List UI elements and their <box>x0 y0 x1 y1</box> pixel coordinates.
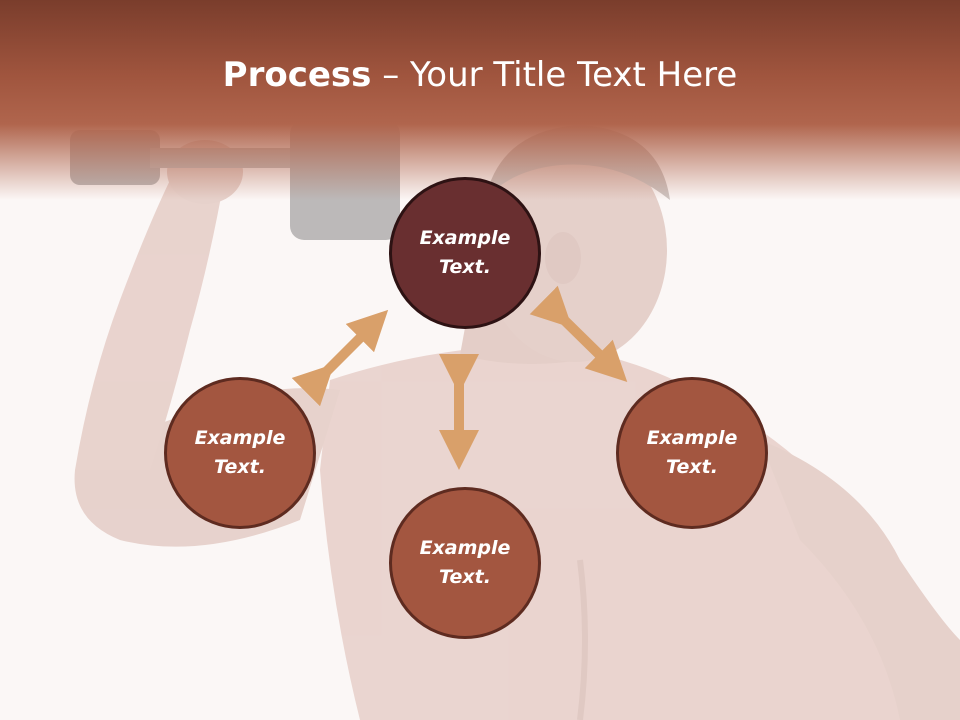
process-node-top[interactable]: Example Text. <box>389 177 541 329</box>
double-arrow-icon <box>529 285 628 383</box>
node-text-line2: Text. <box>439 256 491 278</box>
title-dash: – <box>371 55 411 95</box>
slide-title: Process – Your Title Text Here <box>0 50 960 100</box>
title-bold: Process <box>222 55 372 95</box>
title-band <box>0 0 960 200</box>
node-text-line1: Example <box>419 227 511 249</box>
node-text-line1: Example <box>194 427 286 449</box>
process-node-right[interactable]: Example Text. <box>616 377 768 529</box>
node-text-line2: Text. <box>666 456 718 478</box>
node-text-line1: Example <box>419 537 511 559</box>
process-node-left[interactable]: Example Text. <box>164 377 316 529</box>
double-arrow-icon <box>291 309 389 407</box>
process-node-bottom[interactable]: Example Text. <box>389 487 541 639</box>
title-rest: Your Title Text Here <box>410 55 738 95</box>
node-text-line2: Text. <box>439 566 491 588</box>
node-text-line1: Example <box>646 427 738 449</box>
node-text-line2: Text. <box>214 456 266 478</box>
